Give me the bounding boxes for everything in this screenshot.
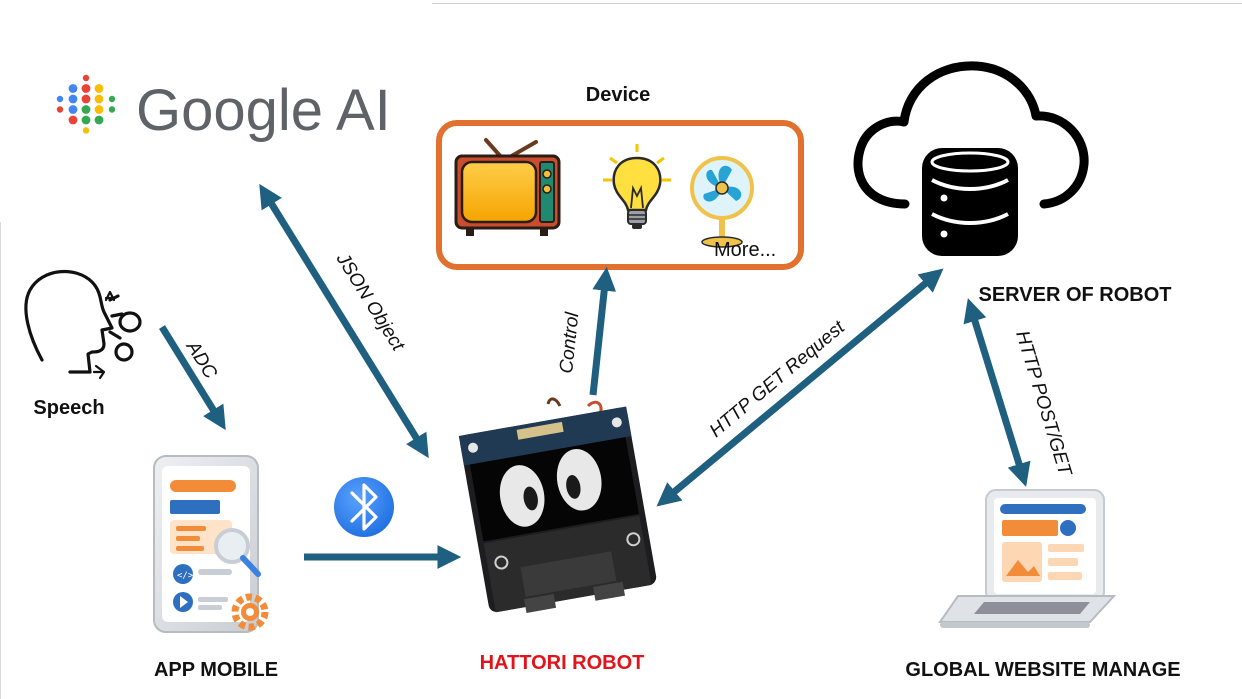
device-group: Device <box>436 84 804 270</box>
light-bulb-icon <box>603 144 671 229</box>
speech-label: Speech <box>33 397 104 419</box>
google-dot <box>81 115 91 125</box>
connections <box>159 183 1031 569</box>
app-mobile-label: APP MOBILE <box>154 659 278 681</box>
google-dot <box>94 84 104 93</box>
mobile-app-icon: </> <box>153 455 269 633</box>
edge-label-control: Control <box>556 311 583 375</box>
arrow-googleai-robot <box>259 183 429 459</box>
arrow-server-website <box>963 298 1031 487</box>
website-label: GLOBAL WEBSITE MANAGE <box>905 659 1180 681</box>
arrow-robot-to-device <box>589 266 617 396</box>
arrow-speech-to-app <box>159 325 226 431</box>
robot-photo <box>458 397 657 613</box>
device-title: Device <box>586 84 651 106</box>
google-dot <box>81 84 91 93</box>
arrow-robot-server <box>656 268 944 507</box>
google-dot <box>82 74 90 82</box>
tv-icon <box>454 138 561 236</box>
google-dot <box>81 94 91 104</box>
robot-label: HATTORI ROBOT <box>480 652 645 674</box>
google-dot <box>68 94 78 104</box>
google-dot <box>68 115 78 125</box>
speaking-head-icon <box>24 269 142 380</box>
gear-icon <box>231 593 269 631</box>
google-ai-logo: Google AI <box>56 74 391 143</box>
google-dot <box>108 95 116 103</box>
fan-icon <box>690 156 754 248</box>
edge-label-adc: ADC <box>181 337 221 383</box>
google-dot <box>82 127 90 134</box>
google-dot <box>94 105 104 114</box>
edge-label-http-post-get: HTTP POST/GET <box>1011 328 1075 479</box>
google-dot <box>56 106 64 113</box>
google-ai-wordmark: Google AI <box>136 78 391 143</box>
google-dot <box>56 95 64 103</box>
svg-text:</>: </> <box>177 571 194 581</box>
edge-label-json: JSON Object <box>331 249 408 356</box>
edge-label-http-get: HTTP GET Request <box>706 316 850 441</box>
google-dot <box>94 94 104 104</box>
google-dot <box>68 105 78 114</box>
cloud-database-icon <box>853 61 1089 256</box>
google-dot <box>68 84 78 93</box>
google-dots-icon <box>56 74 116 134</box>
google-dot <box>81 105 91 114</box>
device-more-label: More... <box>714 239 776 261</box>
server-label: SERVER OF ROBOT <box>979 284 1172 306</box>
google-dot <box>108 106 116 113</box>
top-divider <box>432 3 1242 4</box>
bluetooth-icon <box>334 477 394 537</box>
left-divider <box>0 222 1 699</box>
laptop-web-icon <box>938 489 1117 628</box>
google-dot <box>94 115 104 125</box>
